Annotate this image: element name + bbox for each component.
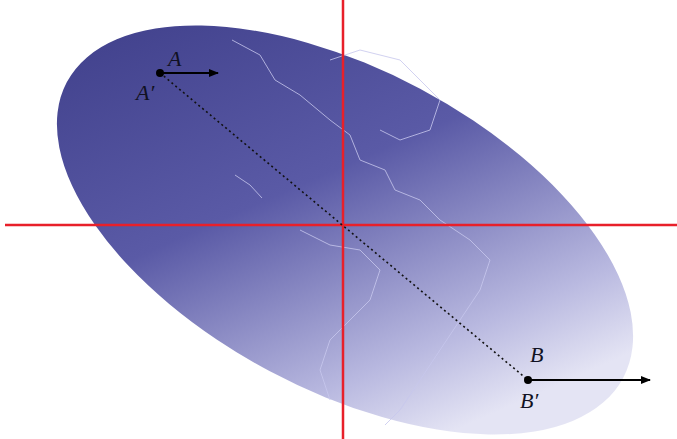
point-label: B′ (520, 390, 538, 412)
point-label: A′ (136, 82, 154, 104)
continent-outline (232, 40, 490, 425)
dotted-line (160, 73, 528, 380)
point-label: B (530, 344, 543, 366)
vertical-axis (342, 0, 345, 439)
point-label: A (168, 48, 181, 70)
velocity-arrow (162, 72, 218, 74)
velocity-arrow (530, 379, 650, 381)
